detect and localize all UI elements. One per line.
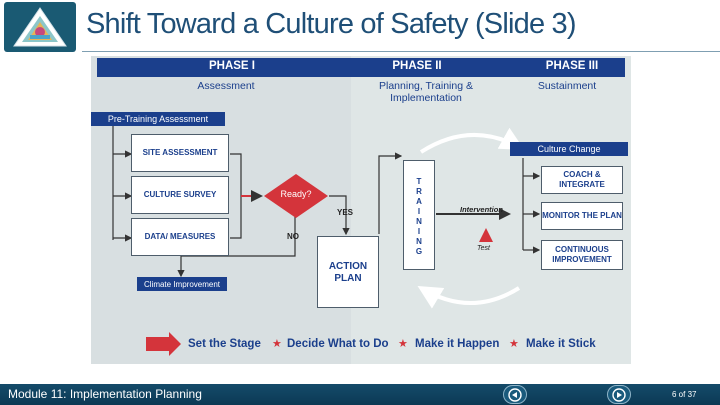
- page-title: Shift Toward a Culture of Safety (Slide …: [86, 8, 577, 40]
- next-slide-button[interactable]: [607, 385, 631, 404]
- ready-decision: Ready?: [263, 173, 329, 219]
- phase-3-subtitle: Sustainment: [537, 80, 597, 92]
- module-label: Module 11: Implementation Planning: [8, 387, 202, 401]
- previous-icon: [508, 387, 522, 402]
- legend-make-it-stick: Make it Stick: [526, 338, 596, 350]
- continuous-improvement-box: CONTINUOUS IMPROVEMENT: [541, 240, 623, 270]
- phase-3-label: PHASE III: [545, 60, 599, 72]
- yes-label: YES: [337, 208, 354, 217]
- training-letter: R: [416, 187, 422, 196]
- phase-1-subtitle: Assessment: [197, 80, 255, 92]
- ready-label: Ready?: [280, 189, 312, 199]
- star-icon: ★: [272, 338, 282, 350]
- training-letter: N: [416, 217, 422, 226]
- monitor-plan-box: MONITOR THE PLAN: [541, 202, 623, 230]
- training-letters: T R A I N I N G: [404, 177, 434, 257]
- no-label: NO: [287, 232, 299, 241]
- intervention-label: Intervention: [460, 205, 503, 214]
- next-icon: [612, 387, 626, 402]
- training-letter: G: [415, 247, 423, 256]
- pre-training-assessment-bar: Pre-Training Assessment: [91, 112, 225, 126]
- star-icon: ★: [509, 338, 519, 350]
- page-number: 6 of 37: [672, 390, 697, 399]
- training-letter: I: [417, 227, 421, 236]
- culture-change-bar: Culture Change: [510, 142, 628, 156]
- slide-header: Shift Toward a Culture of Safety (Slide …: [0, 0, 720, 52]
- slide-footer: Module 11: Implementation Planning 6 of …: [0, 384, 720, 405]
- action-plan-box: ACTION PLAN: [317, 236, 379, 308]
- data-measures-box: DATA/ MEASURES: [131, 218, 229, 256]
- legend-decide-what-to-do: Decide What to Do: [287, 338, 389, 350]
- ready-diamond-shape: [264, 174, 328, 218]
- star-icon: ★: [398, 338, 408, 350]
- training-letter: T: [416, 177, 422, 186]
- coach-integrate-box: COACH & INTEGRATE: [541, 166, 623, 194]
- training-box: T R A I N I N G: [403, 160, 435, 270]
- climate-improvement-bar: Climate Improvement: [137, 277, 227, 291]
- site-assessment-box: SITE ASSESSMENT: [131, 134, 229, 172]
- diagram-connectors: [112, 126, 541, 356]
- title-divider: [82, 51, 720, 52]
- phase-2-label: PHASE II: [392, 60, 442, 72]
- training-letter: I: [417, 207, 421, 216]
- phase-2-subtitle: Planning, Training & Implementation: [379, 80, 473, 104]
- legend-set-the-stage: Set the Stage: [188, 338, 261, 350]
- phases-diagram: PHASE I PHASE II PHASE III Assessment Pl…: [91, 56, 631, 364]
- training-letter: N: [416, 237, 422, 246]
- culture-survey-box: CULTURE SURVEY: [131, 176, 229, 214]
- phase-header-bar: PHASE I PHASE II PHASE III: [97, 58, 625, 77]
- action-plan-label: ACTION PLAN: [328, 261, 368, 284]
- legend-make-it-happen: Make it Happen: [415, 338, 500, 350]
- previous-slide-button[interactable]: [503, 385, 527, 404]
- phase-1-label: PHASE I: [208, 60, 255, 72]
- training-letter: A: [416, 197, 422, 206]
- teamstepps-logo: [4, 2, 76, 52]
- test-label: Test: [477, 245, 490, 252]
